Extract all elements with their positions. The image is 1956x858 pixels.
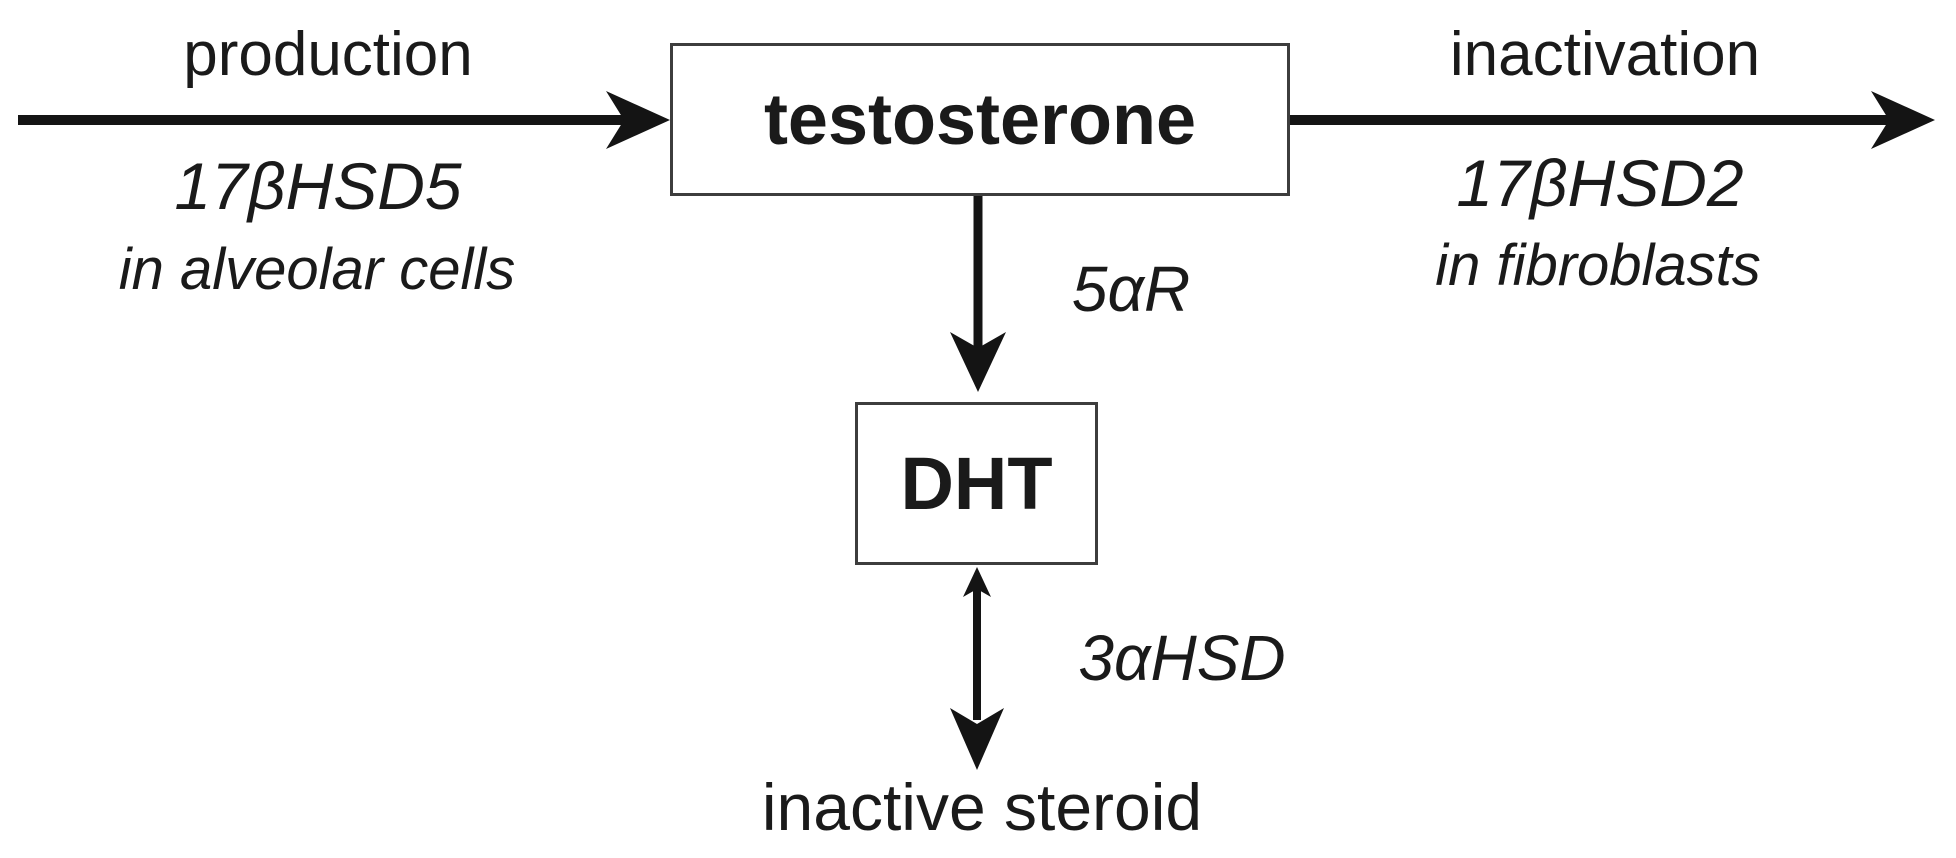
inactivation-arrowhead-icon — [1871, 91, 1935, 149]
production-arrow — [18, 91, 670, 149]
testosterone-label: testosterone — [763, 79, 1197, 160]
inactivation-enzyme-label: 17βHSD2 — [1456, 146, 1744, 220]
production-arrowhead-icon — [606, 91, 670, 149]
dht-inactive-up-arrowhead-icon — [963, 567, 991, 597]
testosterone-box: testosterone — [670, 43, 1290, 196]
dht-box: DHT — [855, 402, 1098, 565]
inactive-steroid-label: inactive steroid — [761, 770, 1203, 844]
dht-inactive-double-arrow — [950, 567, 1004, 770]
inactivation-arrow — [1290, 91, 1935, 149]
production-location-label: in alveolar cells — [118, 237, 516, 302]
3ahsd-enzyme-label: 3αHSD — [1078, 622, 1286, 694]
5ar-enzyme-label: 5αR — [1071, 253, 1191, 325]
production-enzyme-label: 17βHSD5 — [174, 149, 462, 223]
testosterone-to-dht-arrowhead-icon — [950, 332, 1006, 392]
inactivation-location-label: in fibroblasts — [1435, 233, 1761, 298]
dht-inactive-down-arrowhead-icon — [950, 708, 1004, 770]
testosterone-to-dht-arrow — [950, 196, 1006, 392]
production-label: production — [183, 20, 473, 89]
dht-label: DHT — [900, 441, 1053, 525]
inactivation-label: inactivation — [1449, 20, 1761, 89]
